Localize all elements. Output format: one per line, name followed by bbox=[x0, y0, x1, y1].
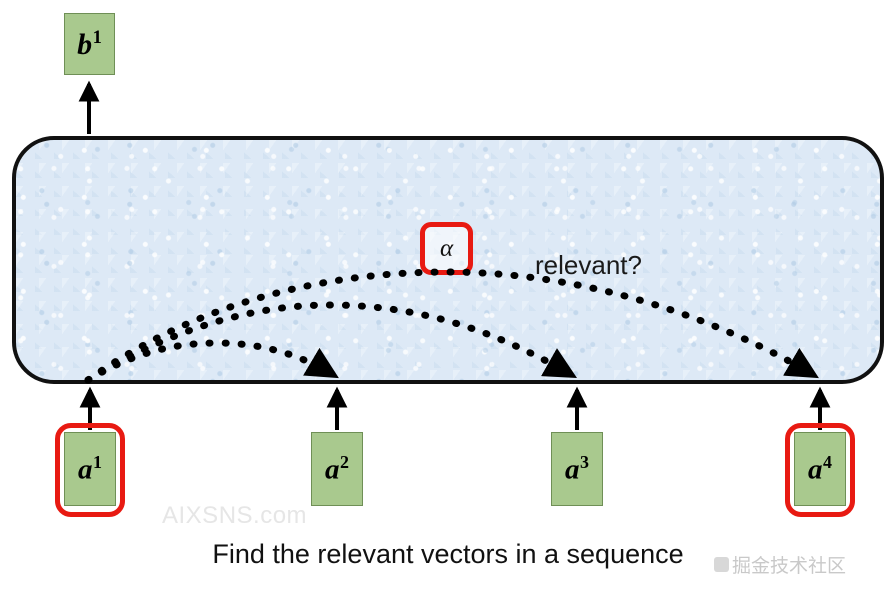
input-vector-a1: a1 bbox=[64, 432, 116, 506]
alpha-symbol: α bbox=[439, 235, 454, 262]
watermark-logo-icon bbox=[714, 557, 729, 572]
input-vector-a3: a3 bbox=[551, 432, 603, 506]
input-vector-a1-label: a1 bbox=[78, 452, 102, 486]
watermark-right-text: 掘金技术社区 bbox=[732, 556, 847, 577]
highlight-frame-a1 bbox=[55, 423, 125, 517]
input-vector-a4: a4 bbox=[794, 432, 846, 506]
input-vector-a2: a2 bbox=[311, 432, 363, 506]
input-vector-a2-label: a2 bbox=[325, 452, 349, 486]
watermark-right: 掘金技术社区 bbox=[714, 551, 846, 578]
figure-caption: Find the relevant vectors in a sequence bbox=[212, 539, 684, 569]
input-vector-a3-label: a3 bbox=[565, 452, 589, 486]
alpha-score-box: α bbox=[420, 222, 473, 275]
relevant-question-label: relevant? bbox=[535, 250, 642, 280]
output-vector-b1: b1 bbox=[64, 13, 115, 75]
output-vector-b1-label: b1 bbox=[77, 26, 102, 61]
input-vector-a4-label: a4 bbox=[808, 452, 832, 486]
watermark-left: AIXSNS.com bbox=[162, 502, 308, 529]
highlight-frame-a4 bbox=[785, 423, 855, 517]
